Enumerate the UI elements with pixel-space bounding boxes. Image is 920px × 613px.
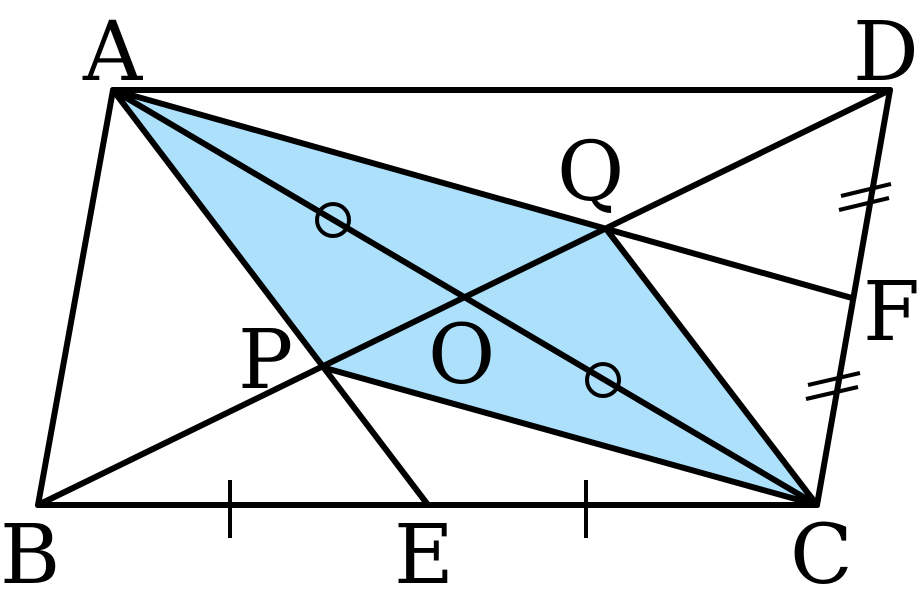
label-d: D [853, 5, 919, 100]
segment-ae [110, 87, 431, 508]
label-o: O [428, 308, 495, 403]
label-b: B [0, 508, 60, 603]
label-e: E [394, 508, 454, 603]
double-tick-fc-2 [805, 385, 859, 401]
label-a: A [82, 5, 144, 100]
segment-cq [604, 227, 820, 508]
segment-cp [322, 365, 820, 508]
double-tick-df-2 [838, 196, 890, 212]
diagonal-bd [35, 87, 893, 508]
label-c: C [790, 508, 853, 603]
label-p: P [238, 313, 293, 408]
label-f: F [863, 265, 920, 360]
label-q: Q [557, 125, 624, 220]
side-ab [35, 87, 116, 508]
double-tick-df-1 [840, 182, 892, 198]
segment-af [110, 87, 855, 301]
circle-mark-ao [315, 202, 351, 238]
double-tick-fc-1 [807, 371, 861, 387]
circle-mark-oc [585, 362, 621, 398]
